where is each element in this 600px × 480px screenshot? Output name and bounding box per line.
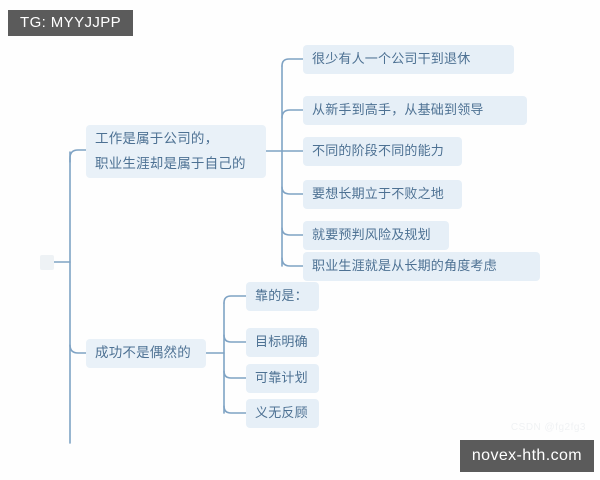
- wire-branch2-child-2: [223, 334, 247, 343]
- top-left-badge: TG: MYYJJPP: [8, 10, 134, 36]
- child-node-success-2[interactable]: 目标明确: [246, 328, 319, 357]
- wire-trunk-branch-2: [69, 344, 87, 354]
- child-node-success-1[interactable]: 靠的是：: [246, 282, 319, 311]
- branch-career-line-2: 职业生涯却是属于自己的: [95, 155, 246, 172]
- child-node-career-3[interactable]: 不同的阶段不同的能力: [303, 137, 462, 166]
- child-node-success-1-label: 靠的是：: [255, 289, 308, 304]
- child-node-success-2-label: 目标明确: [255, 335, 308, 350]
- child-node-career-6-label: 职业生涯就是从长期的角度考虑: [312, 259, 497, 274]
- child-node-career-3-label: 不同的阶段不同的能力: [312, 144, 445, 159]
- wire-branch1-child-5: [281, 227, 304, 236]
- wire-branch2-child-1: [223, 295, 247, 304]
- child-node-career-1[interactable]: 很少有人一个公司干到退休: [303, 45, 514, 74]
- branch-career-line-1: 工作是属于公司的，: [95, 130, 219, 147]
- child-node-career-5[interactable]: 就要预判风险及规划: [303, 221, 449, 250]
- wire-branch1-child-4: [281, 186, 304, 195]
- child-node-career-6[interactable]: 职业生涯就是从长期的角度考虑: [303, 252, 540, 281]
- wire-branch1-child-1: [281, 58, 304, 67]
- child-node-success-3-label: 可靠计划: [255, 371, 308, 386]
- wire-branch2-child-4: [223, 405, 247, 414]
- child-node-career-4[interactable]: 要想长期立于不败之地: [303, 180, 462, 209]
- child-node-career-2-label: 从新手到高手，从基础到领导: [312, 103, 484, 118]
- wire-branch1-child-6: [281, 257, 304, 267]
- child-node-career-4-label: 要想长期立于不败之地: [312, 187, 445, 202]
- bottom-right-badge: novex-hth.com: [459, 440, 594, 472]
- branch-node-success[interactable]: 成功不是偶然的: [86, 339, 206, 368]
- child-node-success-4-label: 义无反顾: [255, 406, 308, 421]
- wire-branch1-child-2: [281, 109, 304, 119]
- child-node-career-2[interactable]: 从新手到高手，从基础到领导: [303, 96, 527, 125]
- wire-branch2-child-3: [223, 370, 247, 379]
- branch-success-line-1: 成功不是偶然的: [95, 345, 191, 361]
- child-node-success-3[interactable]: 可靠计划: [246, 364, 319, 393]
- child-node-success-4[interactable]: 义无反顾: [246, 399, 319, 428]
- csdn-watermark: CSDN @fg2fg3: [510, 422, 586, 433]
- child-node-career-1-label: 很少有人一个公司干到退休: [312, 52, 471, 67]
- root-node[interactable]: [40, 255, 54, 270]
- branch-node-career[interactable]: 工作是属于公司的， 职业生涯却是属于自己的: [86, 125, 266, 178]
- child-node-career-5-label: 就要预判风险及规划: [312, 228, 431, 243]
- wire-trunk-branch-1: [69, 149, 87, 163]
